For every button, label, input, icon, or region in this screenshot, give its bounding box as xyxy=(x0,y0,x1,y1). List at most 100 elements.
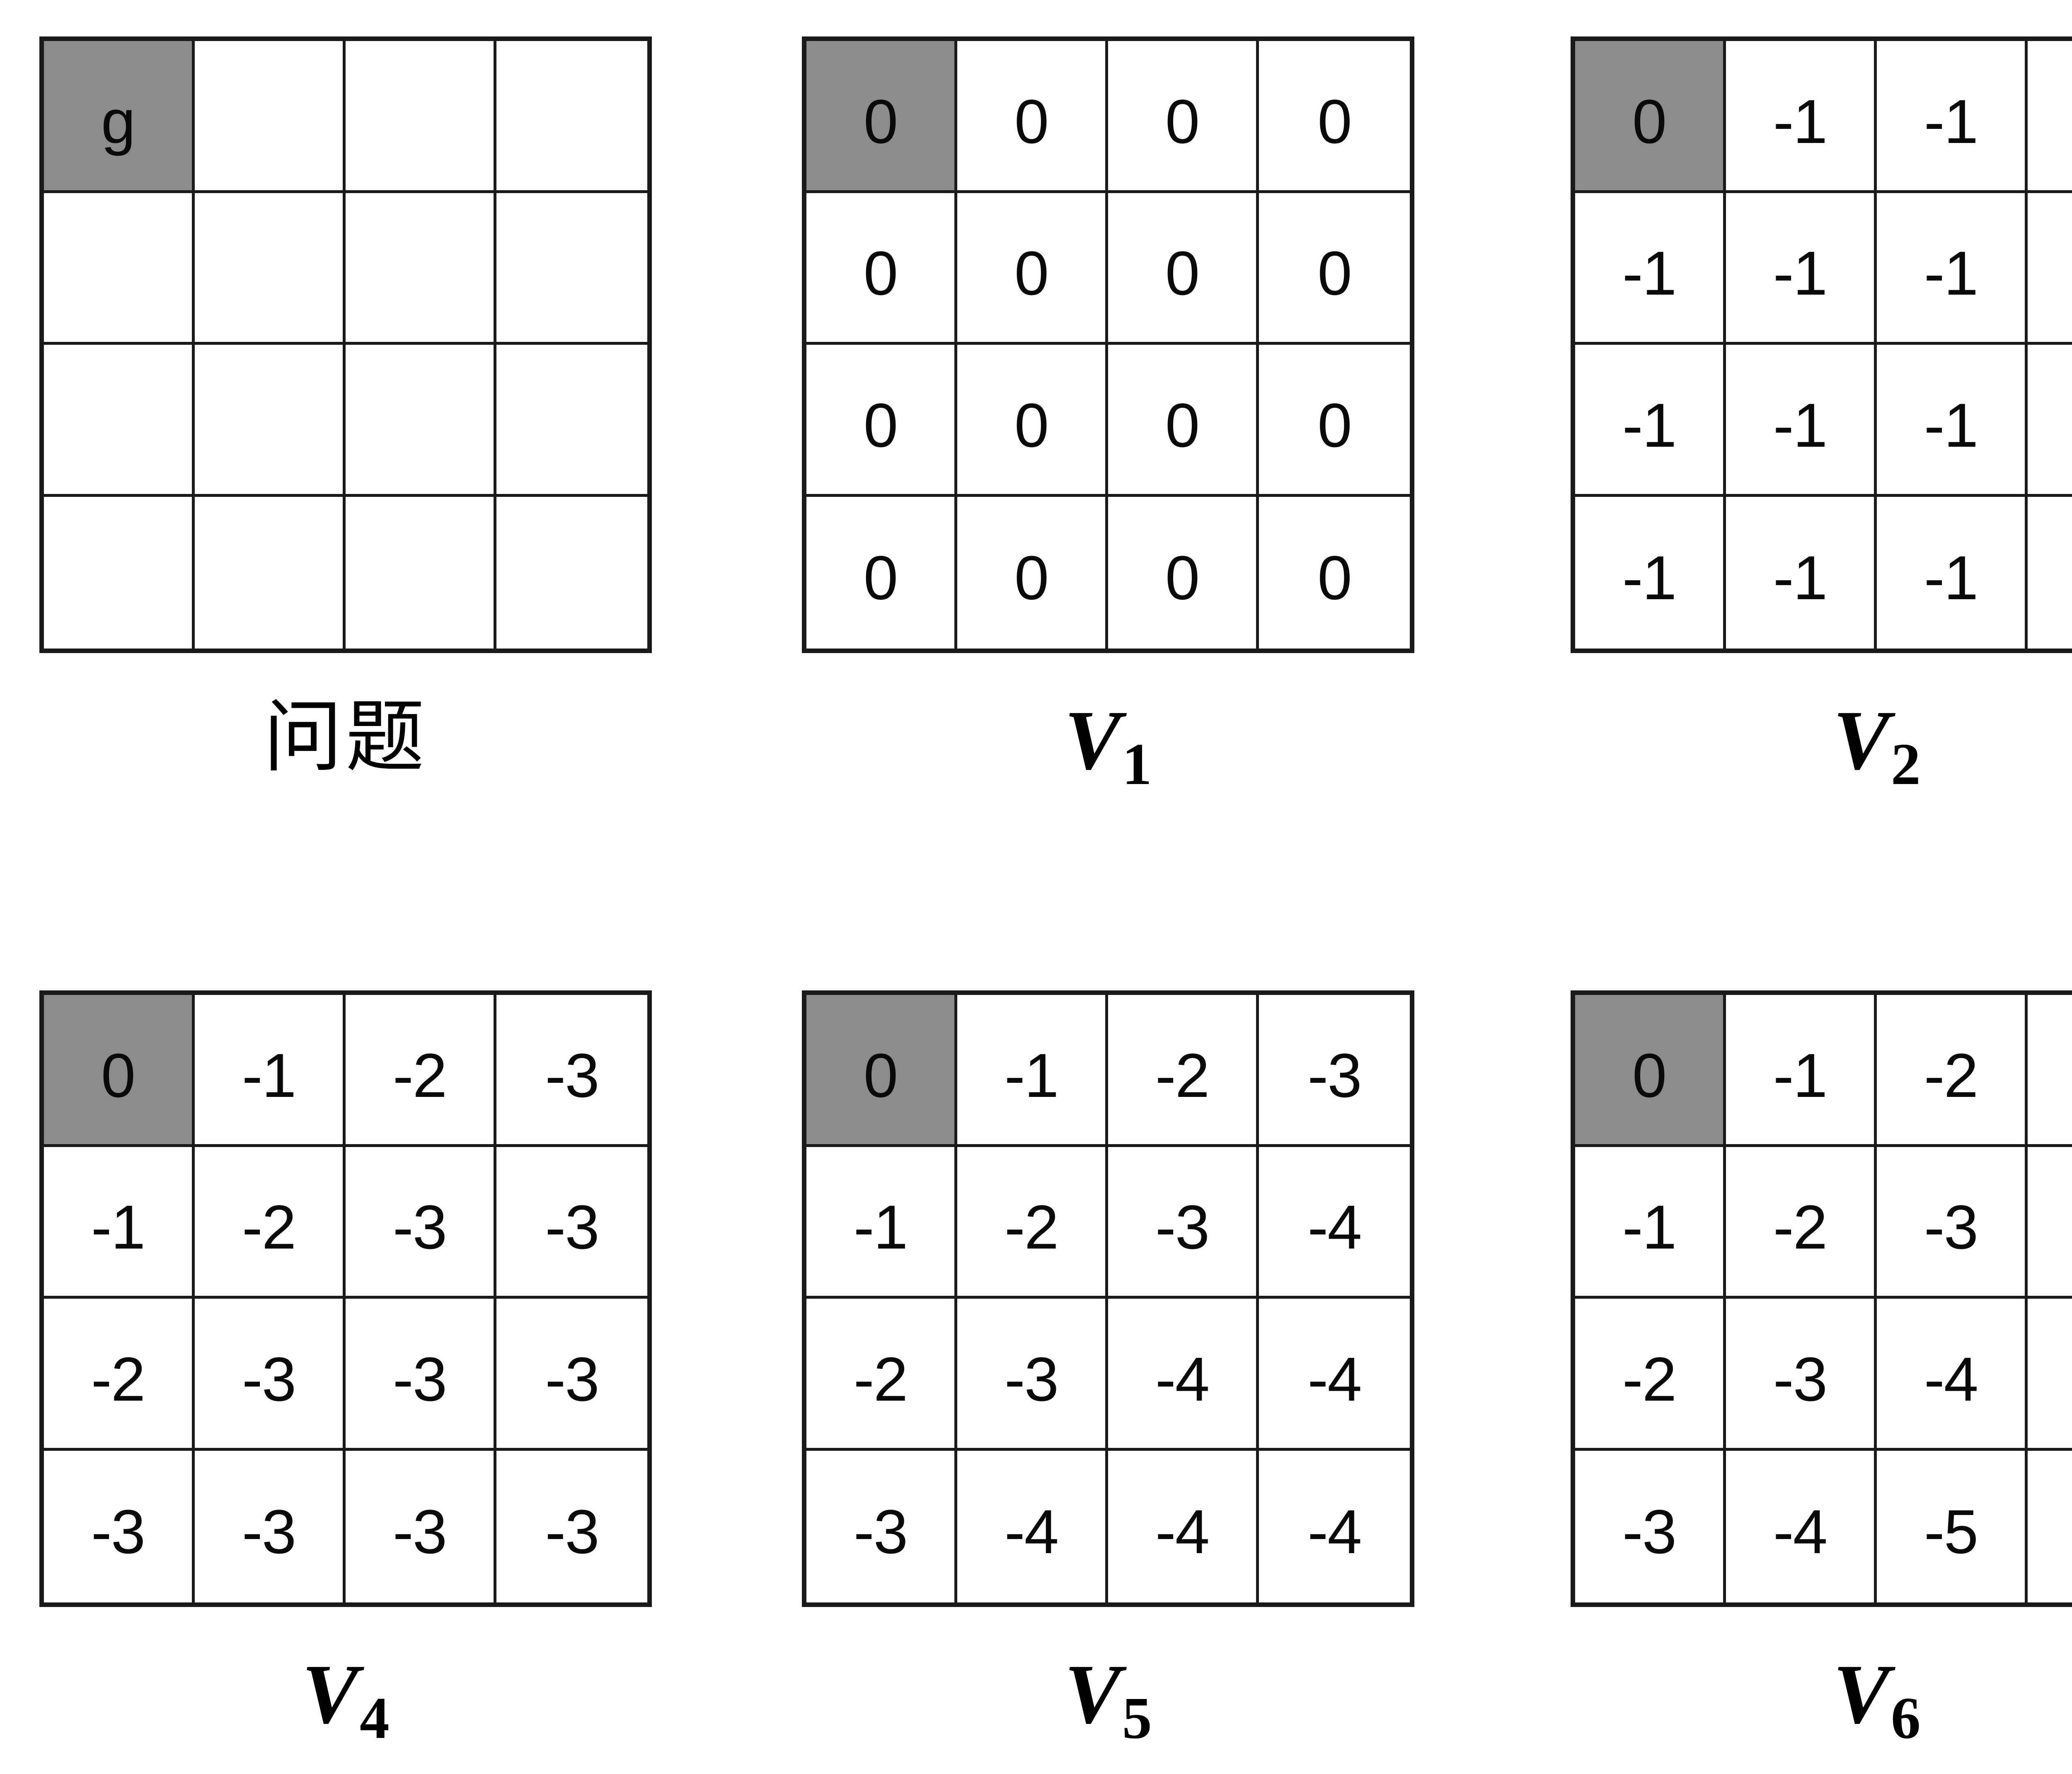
cell-value: 0 xyxy=(1165,86,1200,156)
grid-cell-r2-c0: -2 xyxy=(806,1299,957,1451)
grid-cell-r2-c1: -3 xyxy=(1726,1299,1877,1451)
grid-cell-r3-c0: -3 xyxy=(806,1450,957,1602)
grid-cell-r2-c0 xyxy=(44,345,195,497)
cell-value: -3 xyxy=(1622,1497,1677,1567)
grid-cell-r1-c2: -3 xyxy=(346,1147,496,1299)
cell-value: -3 xyxy=(2028,1044,2072,1106)
cell-value: 0 xyxy=(1014,390,1049,460)
cell-value: 0 xyxy=(863,86,898,156)
grid-cell-r3-c1: -3 xyxy=(195,1450,346,1602)
panel-label-symbol: V xyxy=(1064,693,1121,787)
grid-cell-r3-c0: -3 xyxy=(1575,1450,1726,1602)
grid-cell-r3-c3: -3 xyxy=(496,1450,647,1602)
grid-cell-r2-c0: -2 xyxy=(1575,1299,1726,1451)
grid-cell-r0-c1: -1 xyxy=(1726,995,1877,1147)
cell-value: -3 xyxy=(392,1497,447,1567)
grid-cell-r0-c0: g xyxy=(44,41,195,193)
cell-value: -4 xyxy=(1924,1344,1978,1414)
cell-value: -2 xyxy=(1622,1344,1677,1414)
grid-cell-r1-c3: -3 xyxy=(496,1147,647,1299)
grid-cell-r0-c2: -2 xyxy=(346,995,496,1147)
panel-label-subscript: 6 xyxy=(1890,1685,1921,1752)
cell-value: -1 xyxy=(2028,547,2072,609)
cell-value: -5 xyxy=(2028,1501,2072,1563)
grid-cell-r2-c3: -3 xyxy=(496,1299,647,1451)
cell-value: 0 xyxy=(863,1040,898,1110)
cell-value: -1 xyxy=(1622,1192,1677,1262)
grid-cell-r0-c0: 0 xyxy=(806,41,957,193)
cell-value: 0 xyxy=(863,238,898,308)
grid-cell-r1-c2: -1 xyxy=(1877,193,2028,345)
grid-cell-r0-c3: 0 xyxy=(1259,41,1410,193)
cell-value: -1 xyxy=(2028,242,2072,304)
panel-label-symbol: V xyxy=(1833,693,1890,787)
cell-value: -3 xyxy=(242,1497,296,1567)
value-grid: 0-1-2-3-1-2-3-4-2-3-4-5-3-4-5-5 xyxy=(1571,990,2072,1607)
cell-value: 0 xyxy=(1165,238,1200,308)
grid-cell-r0-c0: 0 xyxy=(44,995,195,1147)
cell-value: 0 xyxy=(1632,1040,1667,1110)
grid-cell-r1-c3: -1 xyxy=(2028,193,2072,345)
grid-cell-r2-c0: -1 xyxy=(1575,345,1726,497)
cell-value: -5 xyxy=(2028,1348,2072,1410)
cell-value: -3 xyxy=(545,1040,599,1110)
grid-cell-r0-c1: -1 xyxy=(1726,41,1877,193)
panel-label-subscript: 1 xyxy=(1122,731,1152,798)
grid-cell-r3-c1: 0 xyxy=(957,496,1108,649)
cell-value: 0 xyxy=(1632,86,1667,156)
grid-cell-r3-c2: 0 xyxy=(1108,496,1259,649)
cell-value: 0 xyxy=(1165,390,1200,460)
grid-cell-r2-c3 xyxy=(496,345,647,497)
grid-cell-r0-c0: 0 xyxy=(806,995,957,1147)
cell-value: -4 xyxy=(1155,1344,1210,1414)
grid-cell-r3-c1 xyxy=(195,496,346,649)
grid-cell-r3-c0: -1 xyxy=(1575,496,1726,649)
cell-value: -1 xyxy=(1773,1040,1828,1110)
panel-label-symbol: V xyxy=(1833,1647,1890,1741)
cell-value: -1 xyxy=(1622,543,1677,613)
grid-cell-r0-c0: 0 xyxy=(1575,41,1726,193)
cell-value: -4 xyxy=(1773,1497,1828,1567)
value-grid: 0-1-1-1-1-1-1-1-1-1-1-1-1-1-1-1 xyxy=(1571,36,2072,653)
cell-value: -1 xyxy=(1773,390,1828,460)
grid-cell-r3-c1: -4 xyxy=(1726,1450,1877,1602)
grid-cell-r1-c0: -1 xyxy=(806,1147,957,1299)
cell-value: 0 xyxy=(1014,86,1049,156)
grid-cell-r1-c2: 0 xyxy=(1108,193,1259,345)
grid-cell-r2-c2: -3 xyxy=(346,1299,496,1451)
cell-value: -1 xyxy=(2028,90,2072,152)
grid-cell-r1-c3: 0 xyxy=(1259,193,1410,345)
grid-cell-r0-c3: -3 xyxy=(2028,995,2072,1147)
cell-value: -3 xyxy=(545,1497,599,1567)
grid-cell-r1-c3: -4 xyxy=(2028,1147,2072,1299)
panel-label-subscript: 4 xyxy=(359,1685,390,1752)
grid-cell-r1-c1: -2 xyxy=(1726,1147,1877,1299)
grid-cell-r3-c2: -1 xyxy=(1877,496,2028,649)
panel-label: 问题 xyxy=(39,698,652,777)
grid-cell-r3-c2: -4 xyxy=(1108,1450,1259,1602)
grid-cell-r3-c1: -4 xyxy=(957,1450,1108,1602)
cell-value: -1 xyxy=(1773,238,1828,308)
grid-cell-r1-c0 xyxy=(44,193,195,345)
cell-value: -1 xyxy=(91,1192,145,1262)
cell-value: -3 xyxy=(1004,1344,1059,1414)
value-grid: 0-1-2-3-1-2-3-4-2-3-4-4-3-4-4-4 xyxy=(802,990,1414,1607)
grid-cell-r0-c1: -1 xyxy=(195,995,346,1147)
cell-value: -2 xyxy=(392,1040,447,1110)
grid-cell-r3-c3 xyxy=(496,496,647,649)
value-grid: g xyxy=(39,36,652,653)
cell-value: 0 xyxy=(1317,543,1352,613)
cell-value: -1 xyxy=(1622,238,1677,308)
cell-value: -3 xyxy=(1307,1040,1362,1110)
panel-label: V5 xyxy=(802,1652,1414,1748)
cell-value: -2 xyxy=(1924,1040,1978,1110)
cell-value: g xyxy=(101,86,136,156)
grid-cell-r1-c2: -3 xyxy=(1108,1147,1259,1299)
grid-cell-r2-c2: -4 xyxy=(1877,1299,2028,1451)
cell-value: -1 xyxy=(1924,390,1978,460)
cell-value: -1 xyxy=(853,1192,908,1262)
grid-cell-r3-c0: 0 xyxy=(806,496,957,649)
grid-cell-r3-c3: -5 xyxy=(2028,1450,2072,1602)
cell-value: -4 xyxy=(2028,1196,2072,1258)
